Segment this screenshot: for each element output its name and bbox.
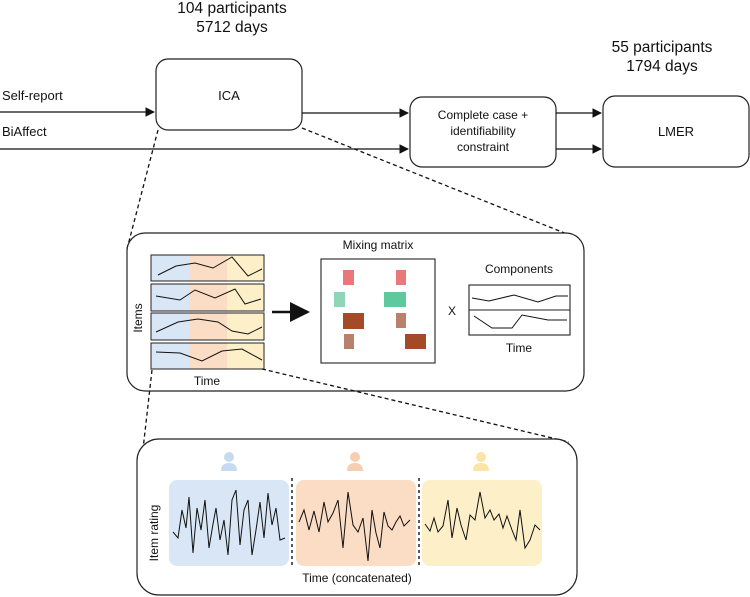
- mixing-matrix: [320, 258, 436, 364]
- ica-label: ICA: [218, 88, 240, 103]
- components-time-label: Time: [506, 341, 533, 355]
- right-participants-text: 55 participants: [612, 39, 713, 56]
- participant-icon-orange: [347, 452, 363, 471]
- self-report-label: Self-report: [2, 88, 63, 103]
- mixing-matrix-label: Mixing matrix: [343, 238, 414, 252]
- complete-case-box: [409, 96, 557, 168]
- zoom-line-right-2: [261, 368, 570, 443]
- components-chart: [468, 284, 571, 336]
- ica-box: [155, 58, 303, 131]
- right-days-text: 1794 days: [626, 58, 698, 75]
- left-participants-text: 104 participants: [177, 0, 287, 17]
- series-yellow: [424, 491, 541, 550]
- left-days-text: 5712 days: [196, 19, 268, 36]
- item-rating-label: Item rating: [147, 505, 161, 562]
- participant-panel-blue: [169, 480, 289, 566]
- participant-icon-blue: [221, 452, 237, 471]
- zoom-line-left-2: [141, 369, 153, 459]
- items-label: Items: [131, 303, 145, 332]
- series-orange: [298, 491, 411, 562]
- series-blue: [172, 489, 286, 556]
- participant-panel-orange: [296, 480, 416, 566]
- zoom-line-left: [126, 129, 159, 250]
- complete-case-line3: constraint: [457, 140, 510, 154]
- lmer-box: [602, 95, 750, 168]
- participant-panel-yellow: [422, 480, 542, 566]
- time-concatenated-label: Time (concatenated): [302, 571, 412, 585]
- biaffect-label: BiAffect: [2, 124, 47, 139]
- lmer-label: LMER: [658, 124, 694, 139]
- time-label: Time: [194, 374, 221, 388]
- item-series-stack: [150, 254, 265, 370]
- participant-icon-yellow: [473, 452, 489, 471]
- multiply-symbol: X: [448, 304, 456, 318]
- components-label: Components: [485, 262, 553, 276]
- complete-case-line2: identifiability: [450, 124, 515, 138]
- complete-case-line1: Complete case +: [438, 108, 528, 122]
